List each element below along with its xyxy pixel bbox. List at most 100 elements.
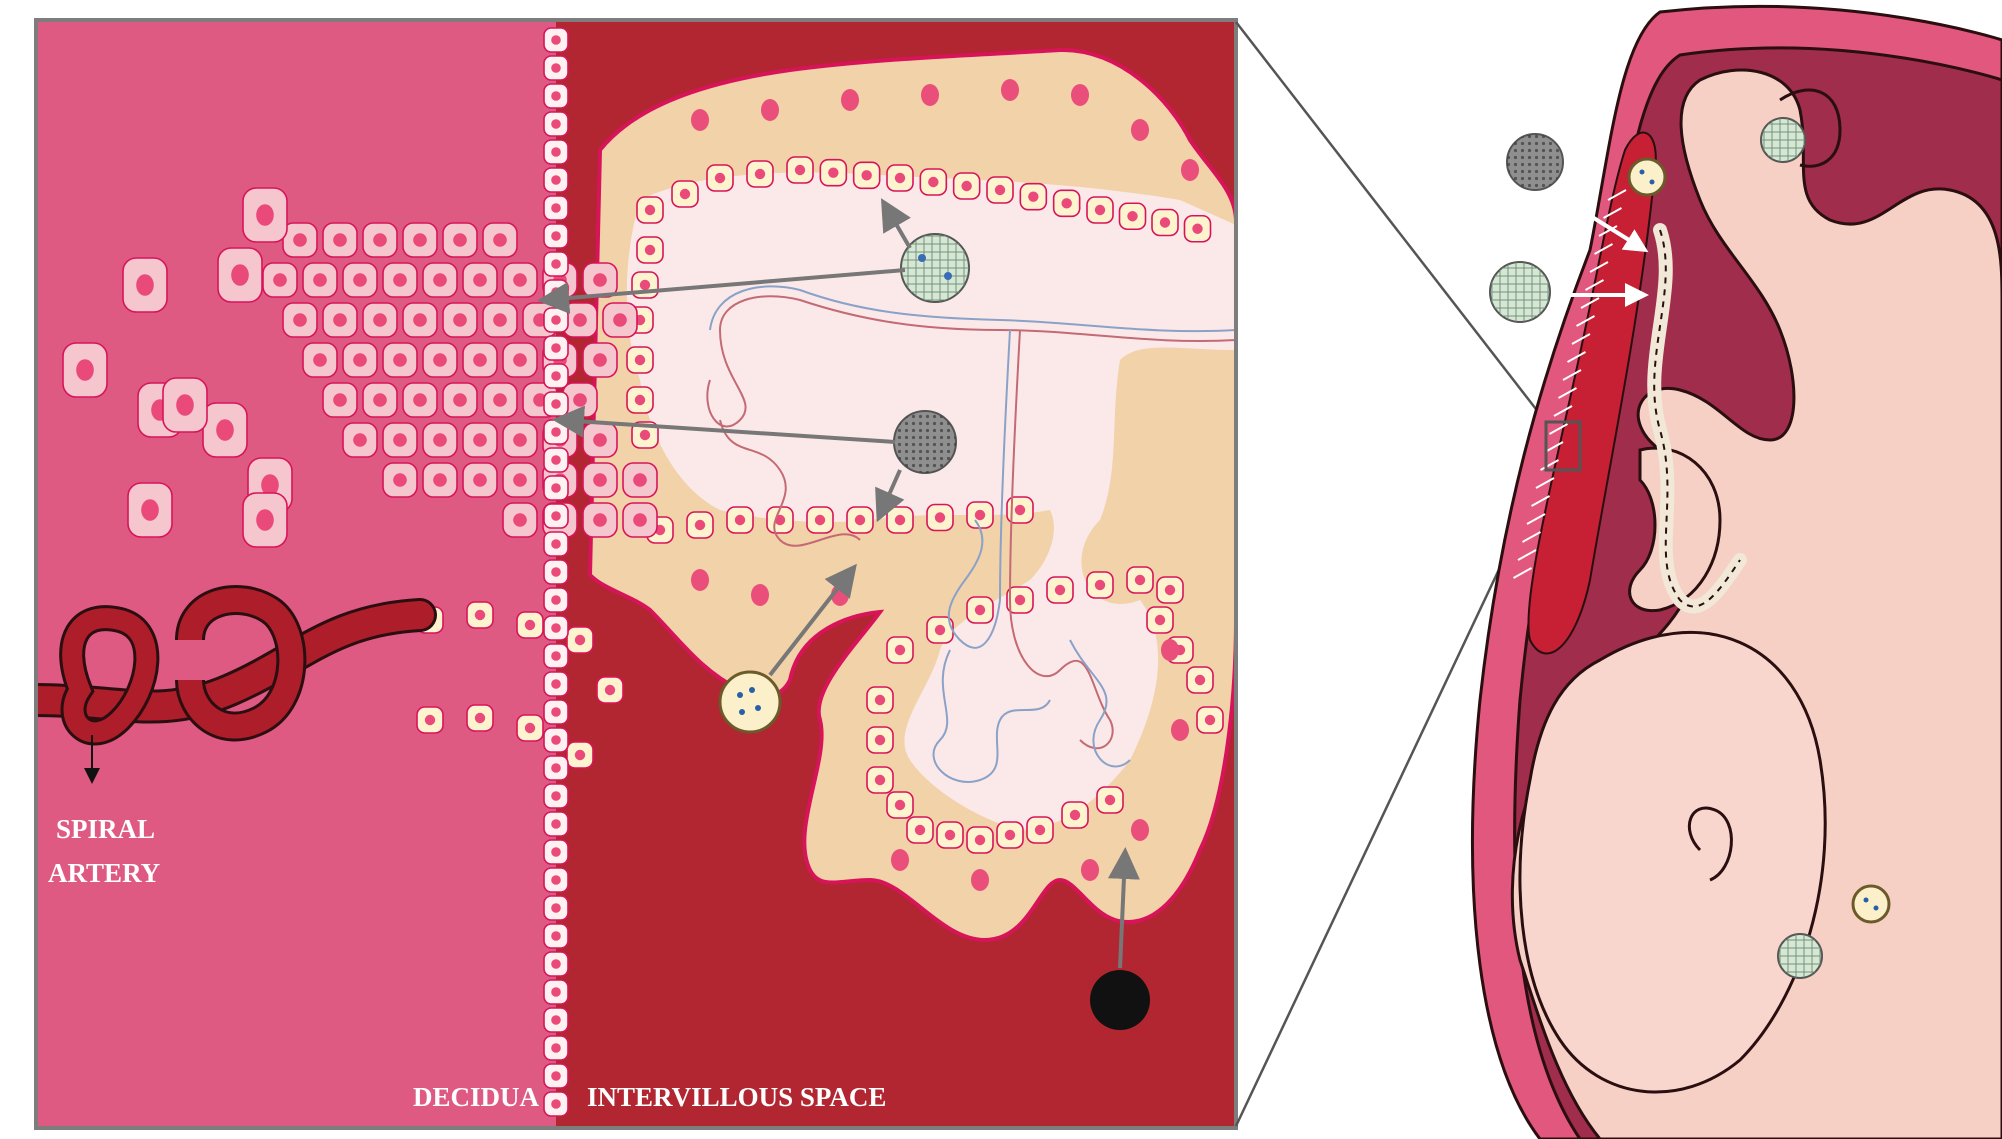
cell-nucleus [715,173,725,183]
cell-nucleus [1015,595,1025,605]
cell-nucleus [353,353,367,367]
cell-nucleus [273,273,287,287]
cell-nucleus [313,273,327,287]
cell-nucleus [735,515,745,525]
cell-nucleus [551,847,561,857]
cell-nucleus [333,313,347,327]
bacterium-icon [1778,934,1822,978]
cell-nucleus [525,723,535,733]
cell-nucleus [551,791,561,801]
decidua-cell-column [544,28,568,1116]
spiral-artery-label: SPIRAL [56,814,155,844]
cell-nucleus [413,393,427,407]
cell-nucleus [975,605,985,615]
cell-nucleus [551,1043,561,1053]
cell-nucleus [551,455,561,465]
zoom-panel: SPIRAL ARTERY DECIDUA INTERVILLOUS SPACE [36,20,1236,1128]
cell-nucleus [895,645,905,655]
cell-nucleus [373,233,387,247]
cell-nucleus [640,430,650,440]
cell-nucleus [551,343,561,353]
cell-nucleus [551,1015,561,1025]
cell-nucleus [551,203,561,213]
cell-nucleus [256,509,274,531]
cell-nucleus [915,825,925,835]
stroma-nucleus [691,109,709,131]
cell-nucleus [433,473,447,487]
cell-nucleus [680,189,690,199]
cell-nucleus [593,513,607,527]
cell-nucleus [513,513,527,527]
cell-nucleus [1095,205,1105,215]
stroma-nucleus [891,849,909,871]
cell-nucleus [525,620,535,630]
cell-nucleus [313,353,327,367]
cell-nucleus [551,147,561,157]
infected-cell-icon [1853,886,1889,922]
cell-nucleus [895,173,905,183]
cell-nucleus [393,353,407,367]
cell-nucleus [1015,505,1025,515]
dark-particle-icon [1090,970,1150,1030]
cell-nucleus [551,371,561,381]
cell-nucleus [551,35,561,45]
cell-nucleus [256,204,274,226]
cell-nucleus [1028,191,1038,201]
cell-nucleus [353,433,367,447]
cell-nucleus [216,419,234,441]
cell-nucleus [551,903,561,913]
cell-nucleus [551,875,561,885]
cell-nucleus [635,355,645,365]
cell-nucleus [1035,825,1045,835]
cell-nucleus [633,473,647,487]
cell-nucleus [1105,795,1115,805]
cell-nucleus [551,483,561,493]
decidua-label: DECIDUA [413,1082,540,1112]
cell-nucleus [551,707,561,717]
cell-nucleus [645,245,655,255]
stroma-nucleus [1081,859,1099,881]
cell-nucleus [453,313,467,327]
cell-nucleus [473,433,487,447]
cell-nucleus [551,987,561,997]
cell-nucleus [815,515,825,525]
cell-nucleus [875,735,885,745]
cell-nucleus [293,313,307,327]
cell-nucleus [551,119,561,129]
cell-nucleus [875,695,885,705]
cell-nucleus [413,313,427,327]
cell-nucleus [975,835,985,845]
cell-nucleus [551,259,561,269]
cell-nucleus [755,169,765,179]
cell-nucleus [453,393,467,407]
cell-nucleus [635,395,645,405]
cell-nucleus [425,715,435,725]
cell-nucleus [141,499,159,521]
cell-nucleus [393,273,407,287]
cell-nucleus [551,959,561,969]
cell-nucleus [513,473,527,487]
cell-nucleus [1135,575,1145,585]
stroma-nucleus [1131,819,1149,841]
cell-nucleus [551,1099,561,1109]
cell-nucleus [293,233,307,247]
cell-nucleus [473,473,487,487]
decidua-region [36,20,556,1128]
bacterium-icon [1490,262,1550,322]
cell-nucleus [551,567,561,577]
infected-cell-icon [1629,159,1665,195]
cell-nucleus [176,394,194,416]
cell-nucleus [551,427,561,437]
cell-nucleus [1195,675,1205,685]
bacterium-icon [1761,118,1805,162]
cell-nucleus [1005,830,1015,840]
cell-nucleus [551,819,561,829]
cell-nucleus [961,181,971,191]
cell-nucleus [551,1071,561,1081]
cell-nucleus [551,231,561,241]
virus-particle-icon [894,411,956,473]
stroma-nucleus [691,569,709,591]
cell-nucleus [393,473,407,487]
cell-nucleus [551,539,561,549]
